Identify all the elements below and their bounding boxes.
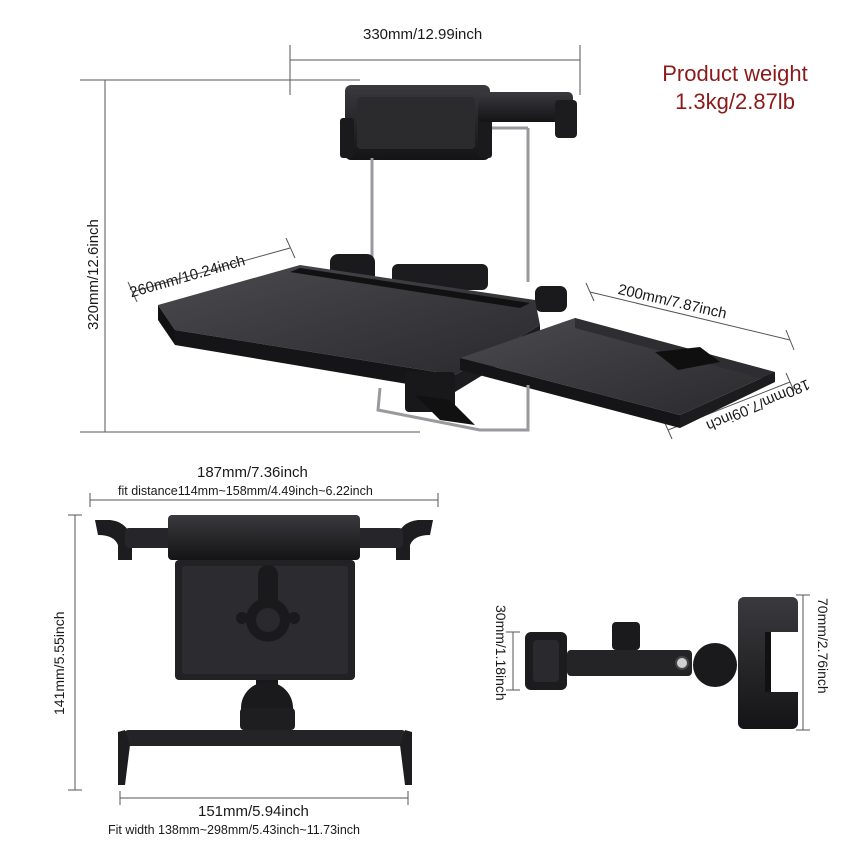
side-clamp-icon (525, 597, 798, 729)
product-weight: Product weight 1.3kg/2.87lb (640, 60, 830, 115)
tray-table-icon (158, 85, 775, 432)
product-weight-value: 1.3kg/2.87lb (675, 88, 795, 114)
product-weight-title: Product weight (662, 61, 808, 86)
bracket-top-width-label: 187mm/7.36inch (197, 464, 308, 481)
headrest-bracket-icon (95, 515, 433, 785)
tray-width-label: 330mm/12.99inch (363, 26, 483, 43)
clamp-height-label: 30mm/1.18inch (493, 605, 509, 701)
bracket-bottom-width-label: 151mm/5.94inch (198, 803, 309, 820)
tray-height-label: 320mm/12.6inch (85, 219, 102, 330)
holder-height-label: 70mm/2.76inch (815, 598, 831, 694)
fit-distance-label: fit distance114mm~158mm/4.49inch~6.22inc… (118, 484, 373, 498)
bracket-dimension-lines (68, 493, 439, 805)
tray-dimension-lines (80, 45, 795, 440)
clamp-dimension-lines (506, 594, 810, 731)
bracket-height-label: 141mm/5.55inch (51, 611, 67, 715)
fit-width-label: Fit width 138mm~298mm/5.43inch~11.73inch (108, 823, 360, 837)
